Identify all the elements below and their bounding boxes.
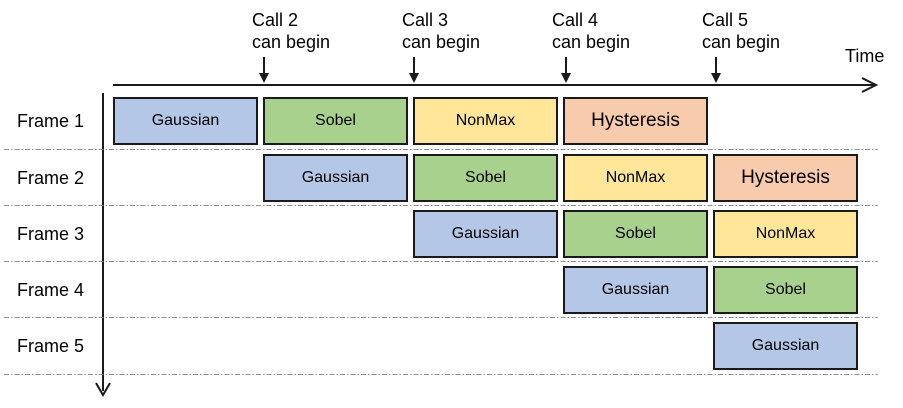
frame-1-label: Frame 1 [17, 111, 85, 131]
call-3-line2: can begin [402, 32, 481, 52]
task-box-frame2-sobel: Sobel [413, 154, 558, 202]
frame-2-label: Frame 2 [17, 168, 85, 188]
call-2-line2: can begin [252, 32, 331, 52]
call-4-line2: can begin [552, 32, 631, 52]
call-3-arrow-icon [409, 57, 419, 83]
call-5-line2: can begin [702, 32, 781, 52]
task-box-frame1-sobel: Sobel [263, 97, 408, 145]
call-4-line1: Call 4 [552, 10, 599, 30]
call-2-line1: Call 2 [252, 10, 299, 30]
task-box-frame2-hysteresis: Hysteresis [713, 154, 858, 202]
task-box-frame3-gaussian: Gaussian [413, 210, 558, 258]
call-3-annotation: Call 3 can begin [402, 9, 480, 53]
call-4-arrow-icon [561, 57, 571, 83]
task-box-frame4-sobel: Sobel [713, 266, 858, 314]
call-5-annotation: Call 5 can begin [702, 9, 780, 53]
call-2-annotation: Call 2 can begin [252, 9, 330, 53]
task-box-frame3-nonmax: NonMax [713, 210, 858, 258]
time-axis-arrowhead-icon [861, 77, 879, 93]
call-2-arrow-icon [259, 57, 269, 83]
task-box-frame4-gaussian: Gaussian [563, 266, 708, 314]
frame-4-label: Frame 4 [17, 280, 85, 300]
frame-3-label: Frame 3 [17, 224, 85, 244]
task-box-frame2-nonmax: NonMax [563, 154, 708, 202]
task-box-frame1-gaussian: Gaussian [113, 97, 258, 145]
task-box-frame2-gaussian: Gaussian [263, 154, 408, 202]
frame-axis-arrowhead-icon [95, 382, 111, 397]
task-box-frame5-gaussian: Gaussian [713, 322, 858, 370]
call-5-line1: Call 5 [702, 10, 749, 30]
call-5-arrow-icon [711, 57, 721, 83]
frame-5-label: Frame 5 [17, 336, 85, 356]
time-axis-label: Time [845, 46, 885, 66]
task-box-frame3-sobel: Sobel [563, 210, 708, 258]
call-3-line1: Call 3 [402, 10, 449, 30]
task-box-frame1-nonmax: NonMax [413, 97, 558, 145]
call-4-annotation: Call 4 can begin [552, 9, 630, 53]
task-box-frame1-hysteresis: Hysteresis [563, 97, 708, 145]
